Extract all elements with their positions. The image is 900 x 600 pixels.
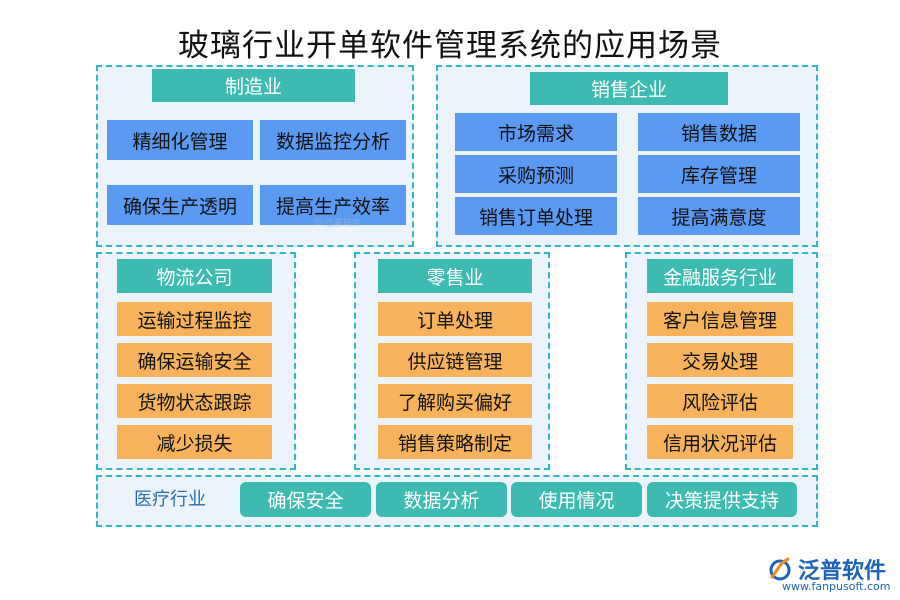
manufacturing-item: 数据监控分析 <box>260 120 406 160</box>
sales-item: 销售数据 <box>638 113 800 151</box>
sales-header: 销售企业 <box>530 72 728 105</box>
sales-item: 采购预测 <box>455 155 617 193</box>
diagram-title: 玻璃行业开单软件管理系统的应用场景 <box>178 28 722 64</box>
medical-item: 使用情况 <box>511 482 642 517</box>
watermark-icon: ◎ <box>314 217 322 227</box>
medical-item: 决策提供支持 <box>647 482 797 517</box>
finance-item: 风险评估 <box>647 384 793 418</box>
brand-logo-text: 泛普软件 <box>798 559 887 584</box>
retail-item: 销售策略制定 <box>378 425 532 459</box>
watermark-logo: ◎ 泛普软件 <box>314 210 384 234</box>
sales-item: 库存管理 <box>638 155 800 193</box>
finance-item: 客户信息管理 <box>647 302 793 336</box>
medical-label: 医疗行业 <box>134 489 206 510</box>
finance-item: 信用状况评估 <box>647 425 793 459</box>
sales-item: 提高满意度 <box>638 197 800 235</box>
retail-header: 零售业 <box>378 259 532 293</box>
finance-header: 金融服务行业 <box>647 259 793 293</box>
retail-item: 订单处理 <box>378 302 532 336</box>
watermark-text: 泛普软件 <box>324 218 361 229</box>
manufacturing-item: 精细化管理 <box>107 120 253 160</box>
logistics-item: 货物状态跟踪 <box>117 384 272 418</box>
manufacturing-header: 制造业 <box>152 69 355 102</box>
logistics-item: 减少损失 <box>117 425 272 459</box>
brand-url: www.fanpusoft.com <box>782 580 891 593</box>
medical-item: 确保安全 <box>240 482 371 517</box>
retail-item: 了解购买偏好 <box>378 384 532 418</box>
finance-item: 交易处理 <box>647 343 793 377</box>
logistics-item: 确保运输安全 <box>117 343 272 377</box>
brand-logo-icon <box>769 557 791 581</box>
sales-item: 销售订单处理 <box>455 197 617 235</box>
manufacturing-item: 确保生产透明 <box>107 185 253 225</box>
medical-item: 数据分析 <box>376 482 507 517</box>
brand-logo: 泛普软件 <box>768 553 886 585</box>
logistics-item: 运输过程监控 <box>117 302 272 336</box>
sales-item: 市场需求 <box>455 113 617 151</box>
logistics-header: 物流公司 <box>117 259 272 293</box>
manufacturing-item: 提高生产效率 <box>260 185 406 225</box>
retail-item: 供应链管理 <box>378 343 532 377</box>
